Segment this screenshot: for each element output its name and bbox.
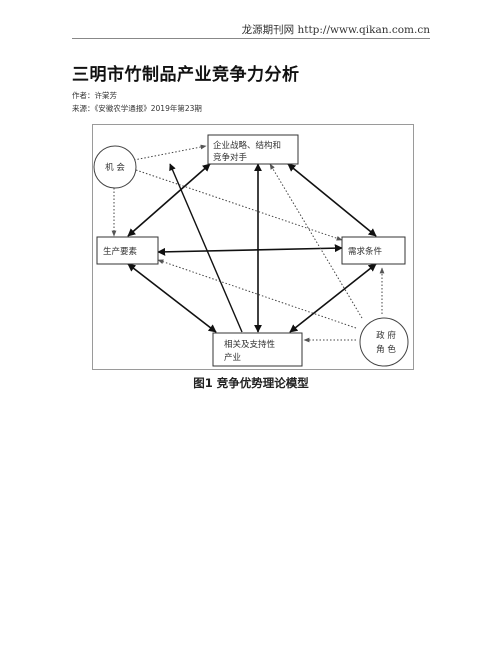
node-strategy-label-2: 竞争对手 bbox=[213, 152, 248, 163]
arrow-strategy-factors bbox=[127, 163, 211, 237]
node-demand-label: 需求条件 bbox=[348, 246, 383, 257]
node-related-label-1: 相关及支持性 bbox=[224, 339, 276, 350]
article-source: 来源：《安徽农学通报》2019年第23期 bbox=[72, 104, 202, 113]
arrow-factors-related bbox=[127, 263, 217, 333]
node-government-label-1: 政 府 bbox=[376, 330, 396, 341]
node-factors: 生产要素 bbox=[96, 236, 159, 265]
node-factors-label: 生产要素 bbox=[103, 246, 138, 257]
node-related: 相关及支持性 产业 bbox=[212, 332, 303, 367]
competitive-advantage-diagram: 机 会 企业战略、结构和 竞争对手 生产要素 需求条件 相关及支持性 产业 政 … bbox=[92, 124, 414, 370]
node-related-label-2: 产业 bbox=[224, 352, 241, 363]
article-author: 作者：许棠芳 bbox=[72, 91, 117, 100]
node-strategy-label-1: 企业战略、结构和 bbox=[213, 140, 281, 151]
header-divider bbox=[72, 38, 430, 39]
node-government-label-2: 角 色 bbox=[376, 344, 396, 355]
arrow-strategy-demand bbox=[287, 163, 377, 237]
arrow-factors-demand bbox=[157, 244, 343, 256]
article-title: 三明市竹制品产业竞争力分析 bbox=[72, 65, 300, 85]
node-government: 政 府 角 色 bbox=[359, 317, 409, 367]
dotted-opportunity-demand bbox=[135, 169, 343, 241]
arrow-related-strategy-diag bbox=[169, 163, 243, 333]
node-opportunity-label: 机 会 bbox=[105, 162, 125, 173]
figure-caption: 图1 竞争优势理论模型 bbox=[193, 376, 309, 390]
node-opportunity: 机 会 bbox=[93, 145, 137, 189]
node-strategy: 企业战略、结构和 竞争对手 bbox=[207, 134, 299, 165]
node-demand: 需求条件 bbox=[341, 236, 406, 265]
arrow-demand-related bbox=[289, 263, 377, 333]
journal-header: 龙源期刊网 http://www.qikan.com.cn bbox=[241, 24, 430, 36]
